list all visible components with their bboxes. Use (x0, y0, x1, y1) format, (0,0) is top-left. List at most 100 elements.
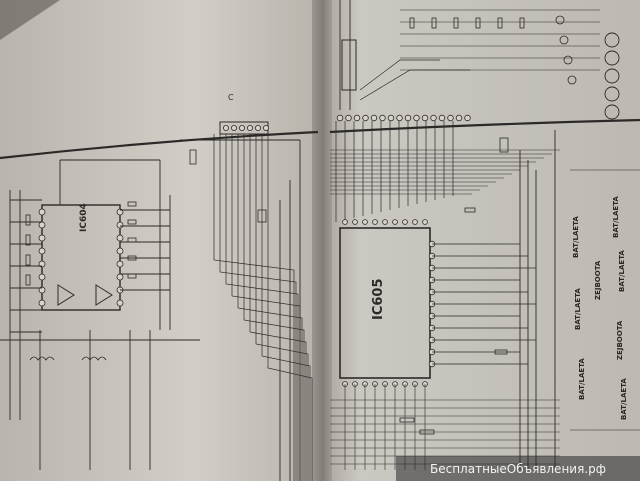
schematic-pin (116, 299, 124, 307)
schematic-pin (379, 114, 386, 122)
transistor-symbol (604, 32, 620, 48)
vertical-label-right-5: BAT/LAETA (620, 378, 628, 420)
schematic-pin (404, 114, 412, 122)
transistor-symbol (555, 15, 565, 25)
ic604-label: IC604 (79, 203, 89, 232)
schematic-component (41, 204, 121, 311)
schematic-pin (116, 260, 124, 268)
schematic-pin (387, 114, 395, 122)
schematic-pin (413, 114, 420, 122)
vertical-label-left-1: BAT/LAETA (572, 216, 580, 258)
schematic-component (127, 255, 137, 261)
schematic-bus-line (329, 118, 640, 134)
vertical-label-right-2: BAT/LAETA (618, 250, 626, 292)
schematic-component (419, 429, 435, 435)
schematic-pin (116, 273, 124, 281)
coil-symbol (81, 356, 107, 361)
schematic-bus (213, 134, 295, 481)
schematic-component (25, 254, 31, 266)
schematic-component (499, 137, 509, 153)
schematic-wire (359, 69, 470, 101)
schematic-bus (219, 134, 297, 481)
transistor-symbol (604, 68, 620, 84)
schematic-pin (116, 221, 124, 229)
schematic-component (453, 17, 459, 29)
right-page (322, 0, 640, 481)
schematic-pin (422, 219, 428, 225)
schematic-pin (222, 125, 229, 132)
schematic-pin (370, 114, 378, 122)
schematic-component (127, 219, 137, 225)
schematic-pin (430, 114, 437, 122)
schematic-pin (402, 219, 408, 225)
schematic-pin (345, 114, 352, 122)
schematic-pin (230, 125, 237, 132)
schematic-pin (38, 299, 46, 307)
schematic-component (519, 17, 525, 29)
schematic-pin (38, 286, 46, 294)
coil-symbol (29, 356, 55, 361)
schematic-pin (38, 221, 46, 229)
left-page (0, 0, 322, 481)
vertical-label-right-3: ZEJBOOTA (594, 260, 602, 300)
schematic-component (25, 274, 31, 286)
schematic-pin (353, 114, 361, 122)
schematic-pin (116, 208, 124, 216)
tag-c-label: C (228, 93, 234, 102)
schematic-pin (38, 247, 46, 255)
schematic-pin (336, 114, 344, 122)
transistor-symbol (604, 86, 620, 102)
schematic-bus (243, 134, 305, 481)
schematic-component (431, 17, 437, 29)
vertical-label-left-2: BAT/LAETA (574, 288, 582, 330)
schematic-pin (464, 114, 471, 122)
schematic-component (25, 214, 31, 226)
schematic-component (464, 207, 476, 213)
schematic-component (497, 17, 503, 29)
schematic-pin (421, 114, 429, 122)
schematic-bus (261, 134, 311, 481)
schematic-component (127, 273, 137, 279)
schematic-component (399, 417, 415, 423)
schematic-pin (438, 114, 446, 122)
schematic-pin (455, 114, 463, 122)
schematic-bus (237, 134, 303, 481)
schematic-component (409, 17, 415, 29)
schematic-component (341, 39, 357, 91)
opamp-symbol (95, 284, 113, 306)
transistor-symbol (604, 50, 620, 66)
schematic-component (25, 234, 31, 246)
schematic-component (257, 209, 267, 223)
schematic-pin (262, 125, 269, 132)
vertical-label-right-4: ZEJBOOTA (616, 320, 624, 360)
schematic-pin (38, 260, 46, 268)
schematic-pin (372, 219, 378, 225)
schematic-pin (116, 234, 124, 242)
schematic-pin (254, 125, 261, 132)
vertical-label-left-3: BAT/LAETA (578, 358, 586, 400)
schematic-pin (238, 125, 245, 132)
schematic-pin (352, 219, 358, 225)
schematic-component (494, 349, 508, 355)
vertical-label-right-1: BAT/LAETA (612, 196, 620, 238)
schematic-pin (396, 114, 403, 122)
transistor-symbol (563, 55, 573, 65)
schematic-pin (362, 219, 368, 225)
schematic-pin (38, 208, 46, 216)
transistor-symbol (559, 35, 569, 45)
schematic-pin (382, 219, 388, 225)
schematic-pin (116, 247, 124, 255)
schematic-component (127, 237, 137, 243)
schematic-component (127, 201, 137, 207)
schematic-component (475, 17, 481, 29)
transistor-symbol (604, 104, 620, 120)
book-gutter (312, 0, 332, 481)
schematic-pin (38, 273, 46, 281)
schematic-pin (342, 219, 348, 225)
transistor-symbol (567, 75, 577, 85)
schematic-wire (359, 59, 440, 91)
schematic-bus-line (0, 130, 319, 160)
schematic-component (189, 149, 197, 165)
schematic-pin (447, 114, 454, 122)
